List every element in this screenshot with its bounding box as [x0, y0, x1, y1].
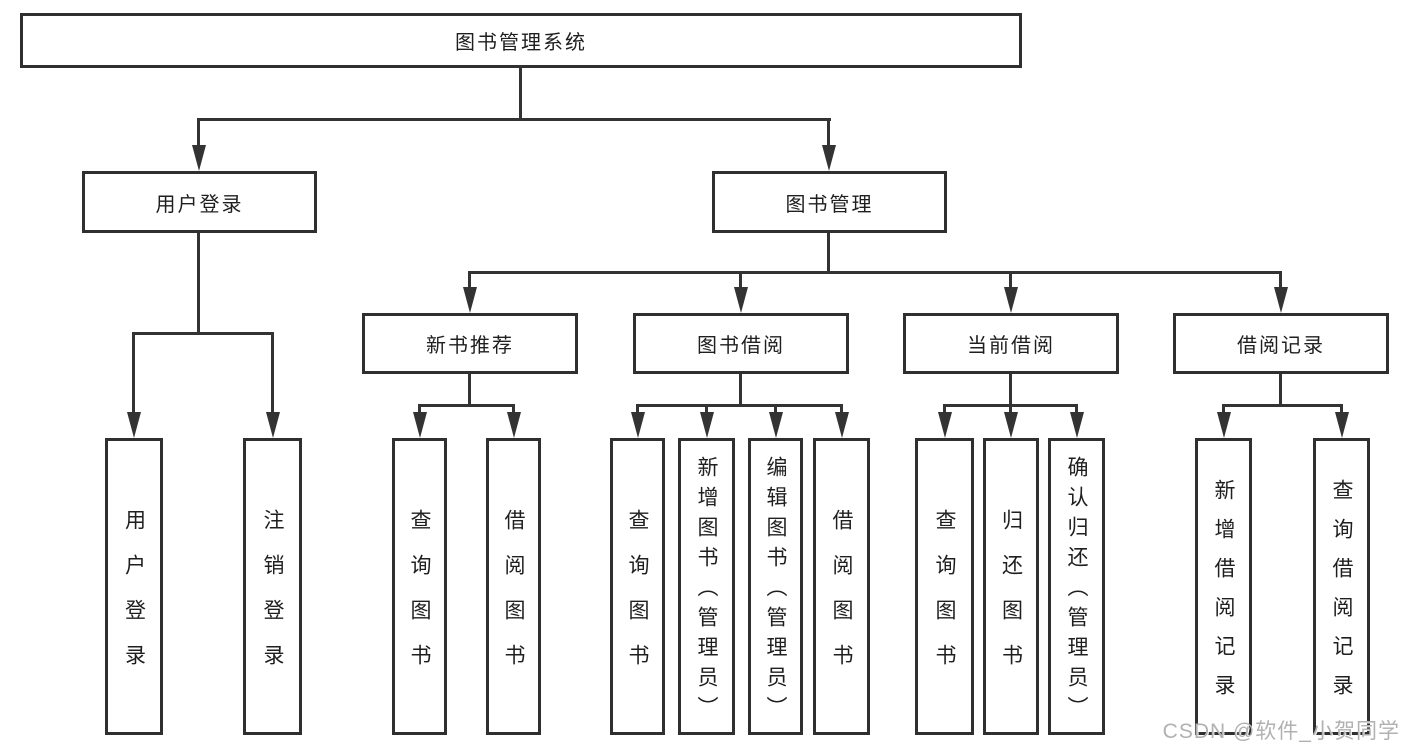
connector-line [943, 404, 946, 414]
connector-line [512, 404, 515, 414]
arrow-down-icon [1274, 287, 1288, 313]
leaf-cb-confirm-return-admin: 确认归还（管理员） [1048, 438, 1105, 735]
connector-line [636, 404, 843, 407]
connector-line [1222, 404, 1343, 407]
arrow-down-icon [835, 412, 849, 438]
connector-line [636, 404, 639, 414]
connector-line [1009, 271, 1012, 289]
leaf-nbr-query-books: 查询图书 [392, 438, 447, 735]
leaf-br-query-record: 查询借阅记录 [1313, 438, 1370, 735]
node-new-book-recommend-label: 新书推荐 [426, 335, 514, 357]
connector-line [132, 332, 135, 412]
connector-line [827, 118, 830, 147]
leaf-cb-return-books-label: 归还图书 [999, 508, 1023, 689]
node-current-borrow: 当前借阅 [903, 313, 1119, 374]
node-book-management-label: 图书管理 [785, 193, 874, 216]
arrow-down-icon [127, 412, 141, 438]
node-borrow-records-label: 借阅记录 [1237, 335, 1325, 357]
arrow-down-icon [734, 287, 748, 313]
arrow-down-icon [769, 412, 783, 438]
connector-line [197, 118, 831, 121]
leaf-bb-edit-books-admin-label: 编辑图书（管理员） [764, 456, 787, 726]
connector-line [1340, 404, 1343, 414]
leaf-br-query-record-label: 查询借阅记录 [1330, 478, 1353, 713]
connector-line [840, 404, 843, 414]
node-root: 图书管理系统 [20, 13, 1022, 68]
connector-line [271, 332, 274, 412]
connector-line [468, 271, 471, 289]
node-root-label: 图书管理系统 [455, 32, 587, 54]
arrow-down-icon [507, 412, 521, 438]
node-new-book-recommend: 新书推荐 [362, 313, 578, 374]
leaf-br-add-record-label: 新增借阅记录 [1212, 478, 1235, 713]
connector-line [1009, 374, 1012, 407]
leaf-nbr-borrow-books: 借阅图书 [486, 438, 541, 735]
connector-line [1279, 374, 1282, 407]
leaf-br-add-record: 新增借阅记录 [1195, 438, 1252, 735]
leaf-bb-add-books-admin-label: 新增图书（管理员） [695, 456, 718, 726]
leaf-user-login-label: 用户登录 [122, 508, 146, 689]
connector-line [1279, 271, 1282, 289]
arrow-down-icon [1004, 287, 1018, 313]
leaf-cb-query-books: 查询图书 [915, 438, 974, 735]
arrow-down-icon [192, 145, 206, 171]
connector-line [1222, 404, 1225, 414]
leaf-cb-confirm-return-admin-label: 确认归还（管理员） [1065, 456, 1088, 726]
node-book-management: 图书管理 [712, 171, 947, 233]
leaf-cb-query-books-label: 查询图书 [933, 508, 956, 689]
connector-line [197, 233, 200, 335]
arrow-down-icon [1217, 412, 1231, 438]
leaf-bb-query-books-label: 查询图书 [626, 508, 649, 689]
arrow-down-icon [463, 287, 477, 313]
node-user-login-label: 用户登录 [155, 193, 244, 216]
connector-line [705, 404, 708, 414]
leaf-bb-query-books: 查询图书 [610, 438, 665, 735]
leaf-bb-borrow-books-label: 借阅图书 [830, 508, 853, 689]
watermark-text: CSDN @软件_小贺同学 [1162, 720, 1400, 743]
arrow-down-icon [822, 145, 836, 171]
connector-line [739, 374, 742, 407]
leaf-nbr-query-books-label: 查询图书 [408, 508, 431, 689]
arrow-down-icon [1335, 412, 1349, 438]
leaf-nbr-borrow-books-label: 借阅图书 [502, 508, 525, 689]
connector-line [468, 374, 471, 407]
connector-line [1009, 404, 1012, 414]
connector-line [197, 118, 200, 147]
connector-line [132, 332, 274, 335]
connector-line [468, 271, 1282, 274]
leaf-cb-return-books: 归还图书 [983, 438, 1039, 735]
node-borrow-records: 借阅记录 [1173, 313, 1389, 374]
leaf-logout: 注销登录 [243, 438, 302, 735]
leaf-user-login: 用户登录 [105, 438, 163, 735]
connector-line [827, 233, 830, 274]
arrow-down-icon [266, 412, 280, 438]
leaf-logout-label: 注销登录 [261, 508, 284, 689]
arrow-down-icon [700, 412, 714, 438]
node-book-borrow: 图书借阅 [633, 313, 849, 374]
arrow-down-icon [1004, 412, 1018, 438]
connector-line [418, 404, 421, 414]
leaf-bb-add-books-admin: 新增图书（管理员） [678, 438, 735, 735]
leaf-bb-edit-books-admin: 编辑图书（管理员） [748, 438, 803, 735]
node-current-borrow-label: 当前借阅 [967, 335, 1055, 357]
arrow-down-icon [413, 412, 427, 438]
connector-line [739, 271, 742, 289]
arrow-down-icon [1070, 412, 1084, 438]
node-user-login: 用户登录 [82, 171, 317, 233]
arrow-down-icon [631, 412, 645, 438]
connector-line [1075, 404, 1078, 414]
leaf-bb-borrow-books: 借阅图书 [813, 438, 870, 735]
connector-line [519, 66, 522, 121]
arrow-down-icon [938, 412, 952, 438]
connector-line [774, 404, 777, 414]
node-book-borrow-label: 图书借阅 [697, 335, 785, 357]
connector-line [418, 404, 515, 407]
